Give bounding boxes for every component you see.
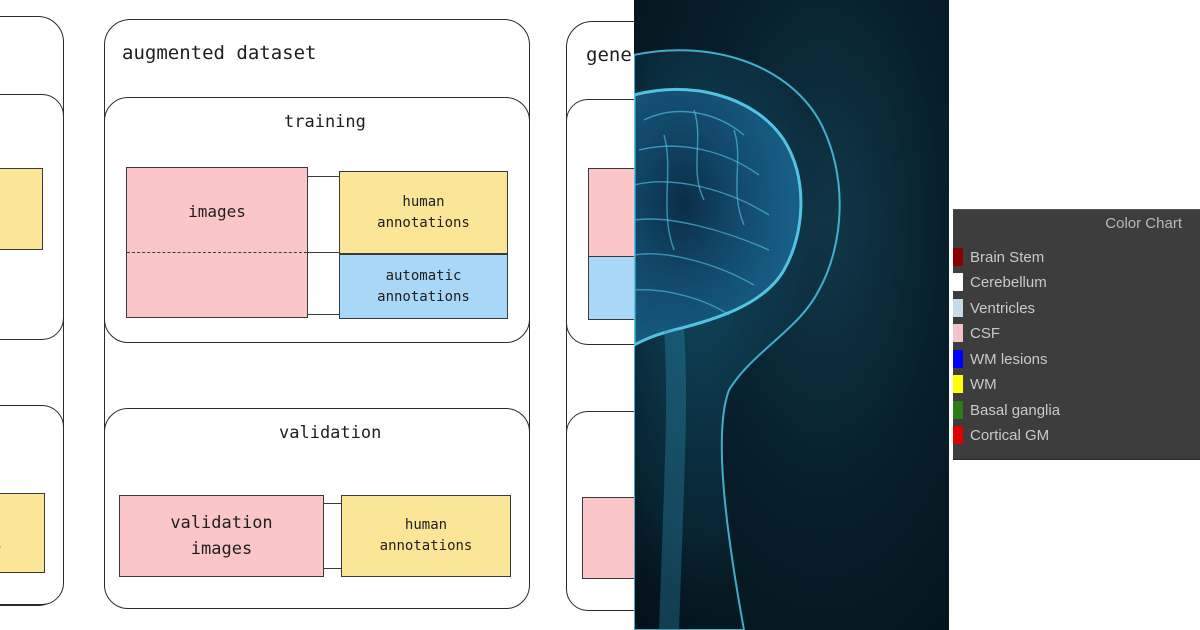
human-annotations-label: human annotations — [377, 193, 470, 231]
chart-label: Brain Stem — [970, 248, 1045, 266]
validation-title: validation — [279, 423, 382, 443]
swatch-cerebellum — [953, 273, 963, 291]
validation-human-annotations-label: human annotations — [379, 517, 473, 554]
chart-item-csf: CSF — [953, 323, 1000, 343]
validation-human-annotations-box: human annotations — [341, 495, 511, 577]
chart-label: Cortical GM — [970, 426, 1050, 444]
brain-illustration — [634, 49, 841, 630]
generated-dataset-title: gene — [586, 44, 632, 66]
chart-label: WM — [970, 375, 997, 393]
spinal-column — [659, 329, 687, 630]
automatic-annotations-label: automatic annotations — [377, 267, 470, 305]
brain-photo — [634, 0, 949, 630]
chart-item-brain-stem: Brain Stem — [953, 247, 1044, 267]
swatch-cortical-gm — [953, 426, 963, 444]
training-connector-bottom — [308, 314, 340, 315]
images-box: images — [126, 167, 308, 318]
brain-shape — [634, 87, 803, 347]
chart-label: Cerebellum — [970, 273, 1047, 291]
swatch-wm-lesions — [953, 350, 963, 368]
chart-item-wm: WM — [953, 374, 997, 394]
images-split-line — [127, 252, 307, 253]
swatch-ventricles — [953, 299, 963, 317]
left-partial-yellow-box — [0, 168, 43, 250]
human-annotations-box: human annotations — [339, 171, 508, 254]
chart-label: Basal ganglia — [970, 401, 1061, 419]
chart-label: WM lesions — [970, 350, 1048, 368]
swatch-wm — [953, 375, 963, 393]
chart-item-wm-lesions: WM lesions — [953, 349, 1048, 369]
validation-connector-bottom — [324, 568, 342, 569]
training-connector-mid — [308, 252, 340, 253]
swatch-brain-stem — [953, 248, 963, 266]
left-partial-yellow-box-2: s — [0, 493, 45, 573]
training-connector-top — [308, 176, 340, 177]
left-partial-text: s — [0, 535, 2, 555]
color-chart-title: Color Chart — [1105, 215, 1182, 232]
brain-folds — [634, 109, 770, 316]
automatic-annotations-box: automatic annotations — [339, 254, 508, 319]
validation-connector-top — [324, 503, 342, 504]
swatch-csf — [953, 324, 963, 342]
chart-label: Ventricles — [970, 299, 1036, 317]
chart-item-cortical-gm: Cortical GM — [953, 425, 1049, 445]
validation-images-label: validation images — [170, 513, 273, 559]
augmented-dataset-title: augmented dataset — [122, 42, 317, 64]
images-label: images — [188, 202, 246, 221]
chart-item-basal-ganglia: Basal ganglia — [953, 400, 1060, 420]
swatch-basal-ganglia — [953, 401, 963, 419]
training-title: training — [284, 112, 366, 132]
generated-validation-images-box — [582, 497, 642, 579]
validation-images-box: validation images — [119, 495, 324, 577]
color-chart: Color Chart Brain Stem Cerebellum Ventri… — [953, 209, 1200, 460]
chart-item-ventricles: Ventricles — [953, 298, 1035, 318]
chart-label: CSF — [970, 324, 1000, 342]
chart-item-cerebellum: Cerebellum — [953, 272, 1047, 292]
